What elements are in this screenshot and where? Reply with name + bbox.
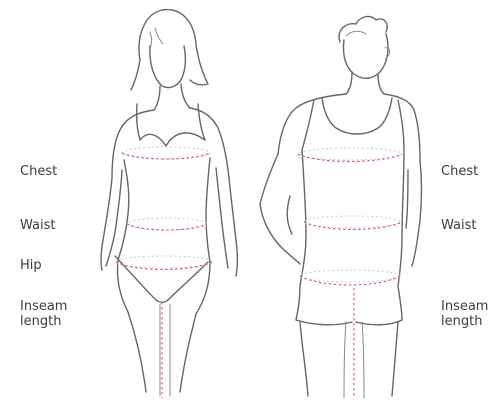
female-chest-line <box>122 153 210 159</box>
male-face <box>343 34 388 78</box>
male-chest-line <box>298 154 402 162</box>
label-inseam-right: Inseam length <box>441 299 488 329</box>
measurement-lines <box>116 147 402 398</box>
female-figure <box>101 10 238 396</box>
label-chest-right: Chest <box>441 164 478 179</box>
label-chest-left: Chest <box>20 164 57 179</box>
male-hair <box>339 17 387 42</box>
label-waist-right: Waist <box>441 218 476 233</box>
label-inseam-left: Inseam length <box>20 299 67 329</box>
label-inseam-left-line2: length <box>20 314 67 329</box>
male-hip-back <box>300 270 400 282</box>
label-inseam-right-line2: length <box>441 314 488 329</box>
female-face <box>150 46 185 88</box>
label-waist-left: Waist <box>20 218 55 233</box>
label-hip-left: Hip <box>20 258 42 273</box>
female-waist-line <box>127 224 207 230</box>
label-inseam-left-line1: Inseam <box>20 299 67 314</box>
label-inseam-right-line1: Inseam <box>441 299 488 314</box>
male-figure <box>260 17 422 398</box>
female-hip-line <box>116 262 212 270</box>
female-waist-back <box>127 218 207 230</box>
